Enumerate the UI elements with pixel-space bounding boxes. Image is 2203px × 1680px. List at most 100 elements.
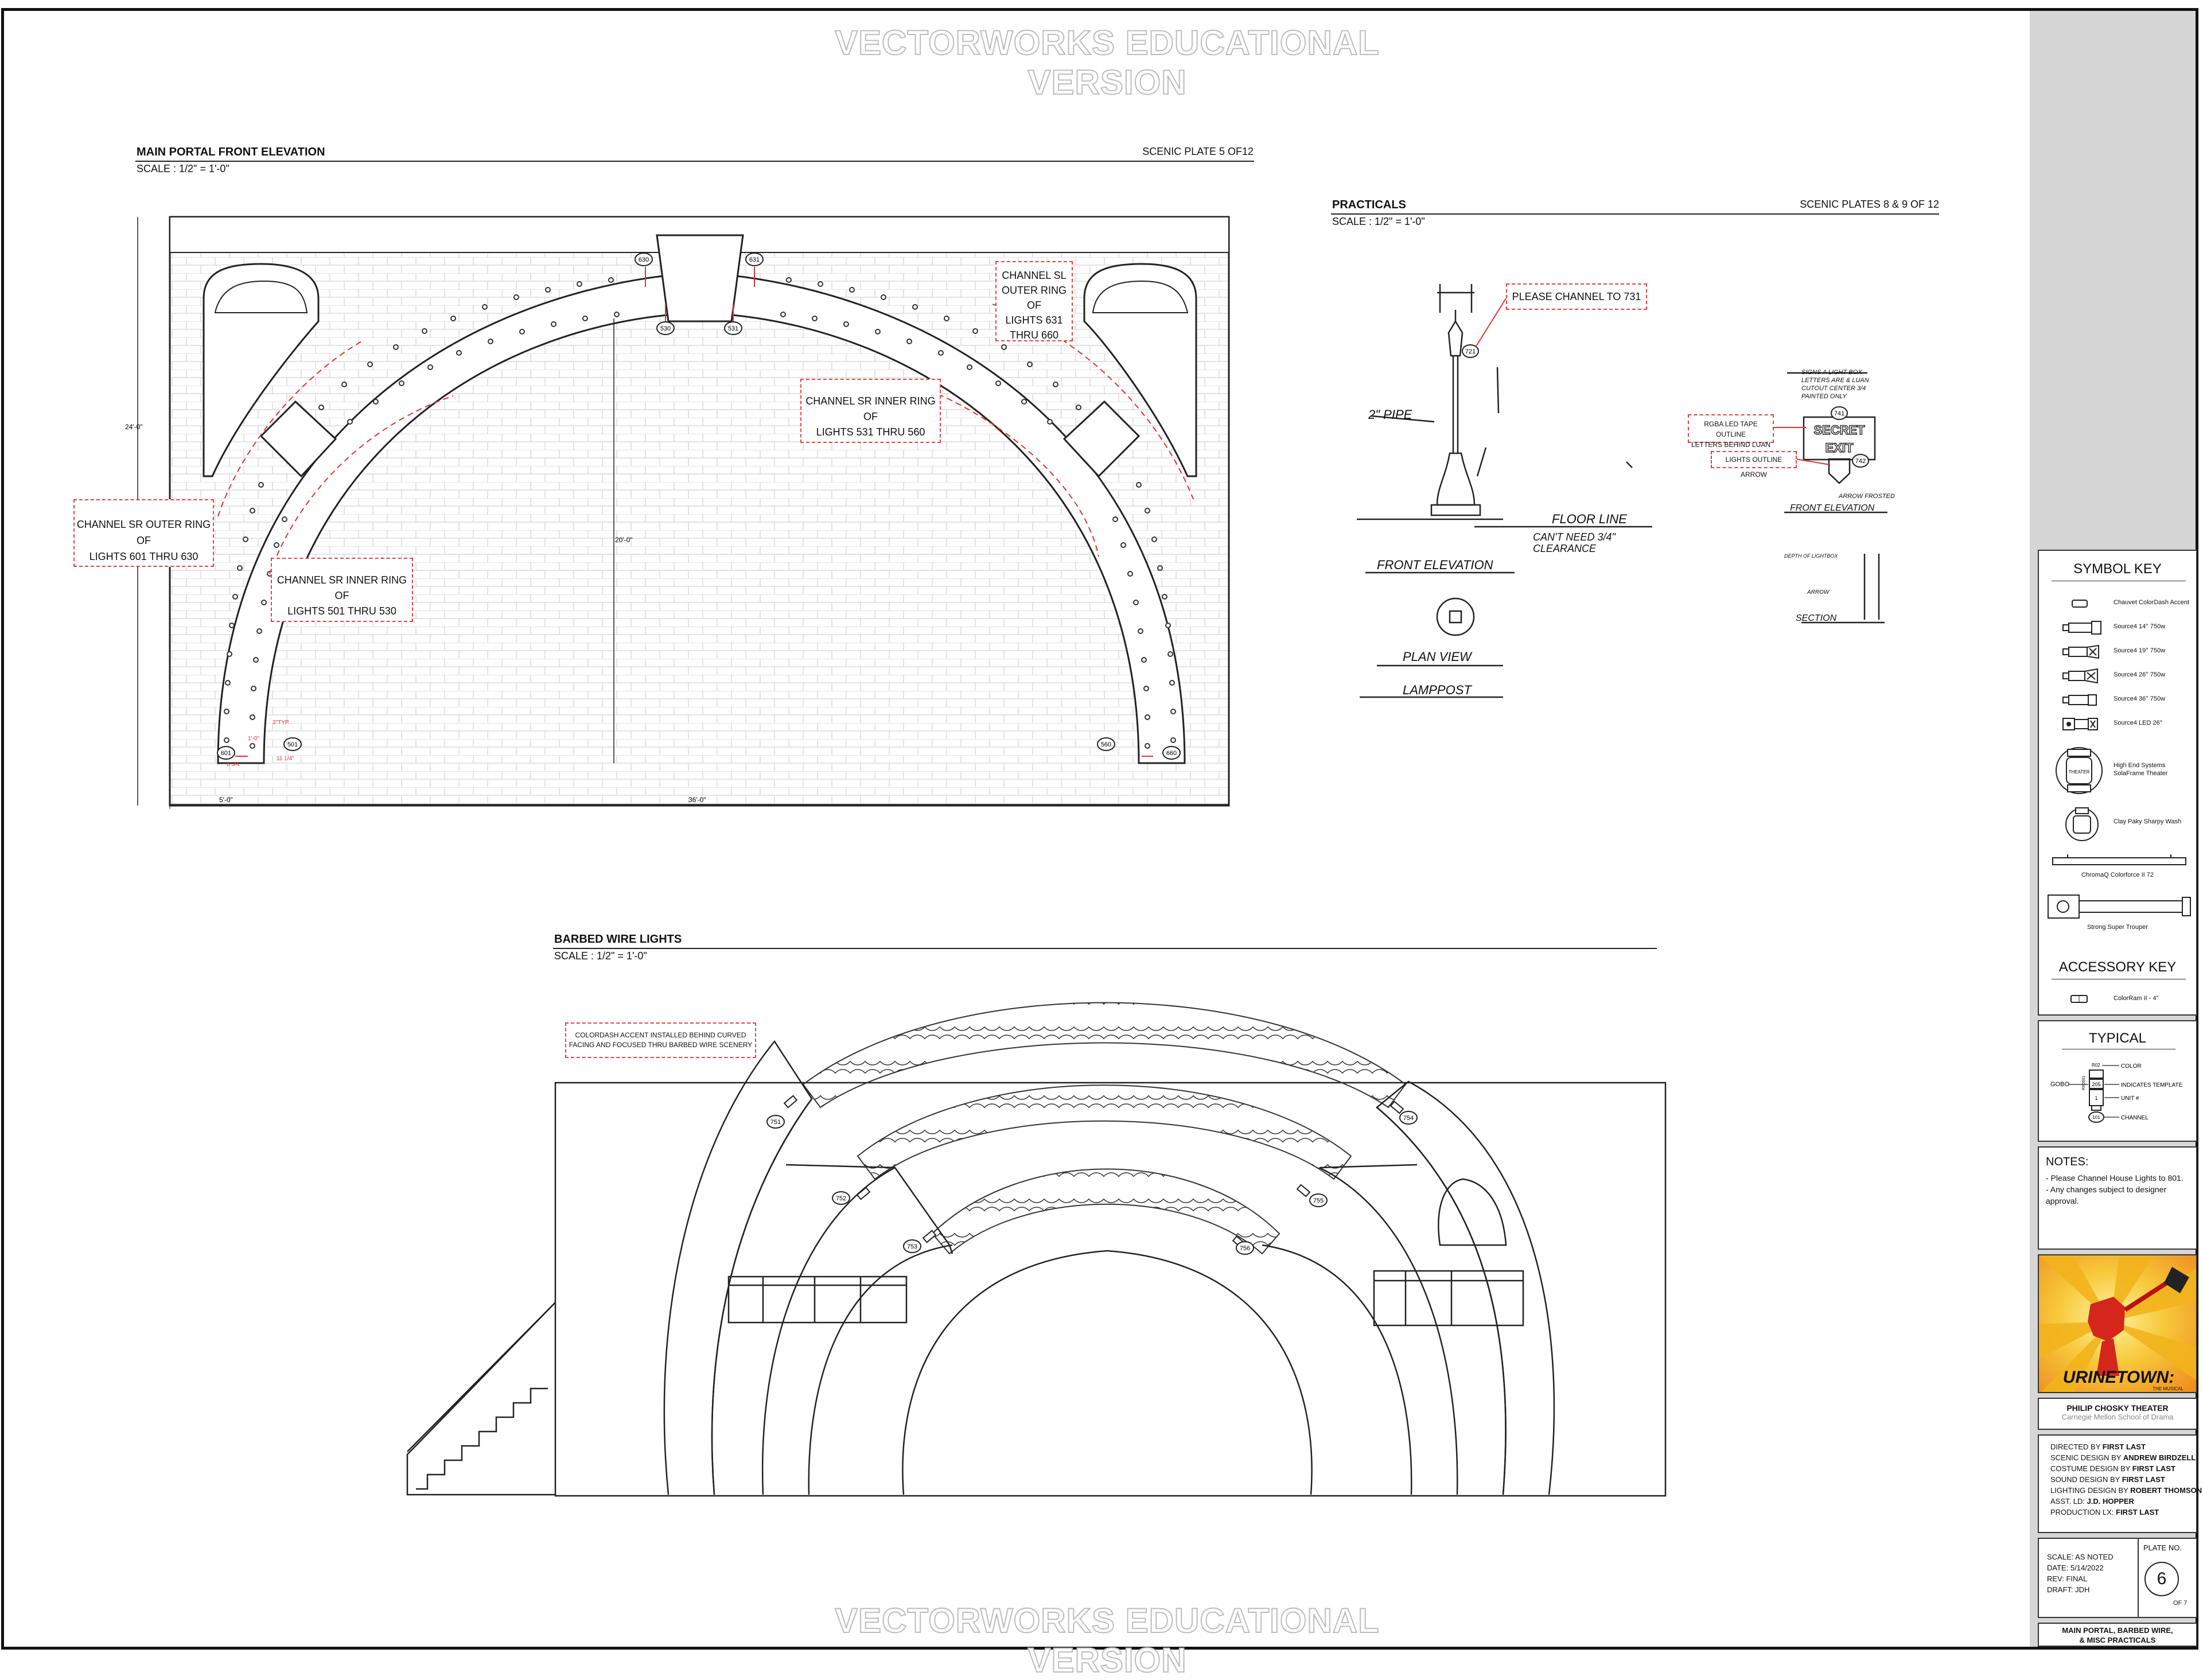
chroma-symbol (2052, 854, 2186, 865)
svg-text:ARROW: ARROW (1807, 589, 1830, 596)
source4-led-symbol (2062, 718, 2098, 730)
svg-text:530: 530 (660, 325, 671, 332)
svg-text:CLEARANCE: CLEARANCE (1533, 543, 1597, 554)
dim-small-b: 3"TYP. (273, 720, 290, 726)
svg-text:205: 205 (2092, 1082, 2100, 1087)
main-portal-rule (135, 161, 1254, 162)
main-portal-scale: SCALE : 1/2" = 1'-0" (137, 163, 229, 174)
solaframe-symbol: THEATER (2056, 747, 2103, 794)
svg-text:630: 630 (639, 256, 649, 263)
svg-text:753: 753 (907, 1243, 917, 1250)
svg-text:752: 752 (836, 1195, 846, 1202)
svg-text:756: 756 (1240, 1245, 1250, 1252)
svg-text:THEATER: THEATER (2069, 769, 2090, 775)
svg-text:2" PIPE: 2" PIPE (1368, 407, 1412, 422)
svg-text:LETTERS ARE & LUAN: LETTERS ARE & LUAN (1801, 377, 1869, 384)
dim-inner-height: 20'-0" (615, 536, 633, 544)
svg-text:GOBO: GOBO (2050, 1081, 2069, 1088)
svg-text:URINETOWN:: URINETOWN: (2063, 1368, 2174, 1387)
niche-left (203, 263, 320, 477)
theater-school: Carnegie Mellon School of Drama (2061, 1413, 2174, 1421)
svg-text:PLAN VIEW: PLAN VIEW (1403, 650, 1473, 664)
tb-date: DATE: 5/14/2022 (2047, 1564, 2104, 1572)
credit-scenic: SCENIC DESIGN BY ANDREW BIRDZELL (2050, 1453, 2196, 1462)
tb-rev: REV: FINAL (2047, 1574, 2088, 1583)
svg-text:631: 631 (749, 256, 760, 263)
sheet-title-panel: MAIN PORTAL, BARBED WIRE, & MISC PRACTIC… (2038, 1623, 2197, 1647)
credit-director: DIRECTED BY FIRST LAST (2050, 1442, 2146, 1451)
portal-light-dots (224, 277, 1176, 749)
svg-text:EXIT: EXIT (1826, 441, 1854, 455)
svg-text:754: 754 (1403, 1115, 1414, 1122)
key-row-source4-14: Source4 14° 750w (2039, 617, 2196, 638)
key-row-sharpy: Clay Paky Sharpy Wash (2039, 803, 2196, 843)
tb-scale: SCALE: AS NOTED (2047, 1553, 2114, 1561)
callout-sr-inner-top: CHANNEL SR INNER RING OF LIGHTS 531 THRU… (800, 379, 941, 443)
svg-text:CAN'T NEED 3/4": CAN'T NEED 3/4" (1533, 531, 1616, 543)
callout-sr-inner-left: CHANNEL SR INNER RING OF LIGHTS 501 THRU… (271, 558, 413, 622)
notes-panel: NOTES: - Please Channel House Lights to … (2038, 1146, 2197, 1250)
portal-arch-ring (217, 271, 1186, 764)
svg-text:560: 560 (1101, 741, 1111, 748)
svg-text:LAMPPOST: LAMPPOST (1403, 683, 1472, 697)
trouper-symbol (2048, 895, 2191, 919)
svg-text:FRONT ELEVATION: FRONT ELEVATION (1377, 558, 1493, 572)
typical-panel: TYPICAL GOBO R02 RX0001 205 1 101 COLOR … (2038, 1020, 2197, 1142)
show-logo: URINETOWN: THE MUSICAL (2039, 1255, 2196, 1392)
svg-text:755: 755 (1313, 1197, 1324, 1204)
title-block-info: SCALE: AS NOTED DATE: 5/14/2022 REV: FIN… (2047, 1551, 2114, 1595)
dim-small-d: 11 1/4" (277, 756, 294, 762)
niche-left-inner (214, 280, 308, 313)
svg-text:CUTOUT CENTER 3/4: CUTOUT CENTER 3/4 (1801, 385, 1866, 392)
key-row-solaframe: THEATER High End Systems SolaFrame Theat… (2039, 741, 2196, 796)
sheet-title-line-1: MAIN PORTAL, BARBED WIRE, (2062, 1626, 2173, 1635)
key-row-source4-led: Source4 LED 26° (2039, 714, 2196, 734)
key-row-chroma: ChromaQ Colorforce II 72 (2039, 852, 2196, 883)
main-portal-plate-ref: SCENIC PLATE 5 OF12 (1142, 146, 1254, 157)
niche-right-inner (1092, 280, 1189, 313)
svg-text:601: 601 (221, 750, 231, 757)
practicals-rule (1331, 213, 1939, 215)
fist-icon (2088, 1297, 2125, 1341)
tb-draft: DRAFT: JDH (2047, 1585, 2090, 1594)
sheet-title-line-2: & MISC PRACTICALS (2079, 1636, 2156, 1644)
callout-sl-outer: CHANNEL SL OUTER RING OF LIGHTS 631 THRU… (995, 261, 1073, 341)
coil-inner (931, 1168, 1280, 1255)
portal-unit-tags: 630 631 530 531 601 501 560 660 (217, 252, 1181, 760)
svg-text:R02: R02 (2092, 1063, 2100, 1068)
source4-36-symbol (2062, 694, 2097, 706)
portal-block-right (1062, 400, 1141, 478)
source4-19-symbol (2062, 644, 2099, 659)
note-line-2: - Any changes subject to designer approv… (2046, 1185, 2167, 1205)
svg-text:SECTION: SECTION (1796, 613, 1837, 623)
portal-block-left (259, 400, 337, 478)
svg-text:PAINTED ONLY: PAINTED ONLY (1801, 393, 1847, 400)
symbol-key-title: SYMBOL KEY (2073, 561, 2162, 577)
plate-number: 6 (2144, 1562, 2179, 1596)
typical-diagram: GOBO R02 RX0001 205 1 101 COLOR INDICATE… (2050, 1063, 2183, 1123)
svg-text:660: 660 (1166, 750, 1177, 757)
accessory-key-title: ACCESSORY KEY (2058, 959, 2177, 975)
svg-text:SIGNS A LIGHT BOX: SIGNS A LIGHT BOX (1801, 369, 1862, 376)
symbol-key-panel: SYMBOL KEY Chauvet ColorDash Accent Sour… (2038, 550, 2197, 1016)
practicals-title: PRACTICALS (1332, 199, 1406, 211)
colorram-symbol (2070, 995, 2088, 1003)
svg-text:751: 751 (770, 1119, 781, 1126)
credits-panel: DIRECTED BY FIRST LAST SCENIC DESIGN BY … (2038, 1434, 2202, 1533)
svg-text:UNIT #: UNIT # (2121, 1095, 2139, 1102)
portal-keystone (656, 234, 744, 322)
dim-small-c: 6 3/4" (227, 761, 242, 768)
key-row-colorram: ColorRam II - 4" (2039, 989, 2196, 1010)
credit-costume: COSTUME DESIGN BY FIRST LAST (2050, 1464, 2175, 1473)
title-block-panel: SCALE: AS NOTED DATE: 5/14/2022 REV: FIN… (2038, 1538, 2197, 1618)
barbed-wire-scale: SCALE : 1/2" = 1'-0" (554, 950, 647, 962)
svg-text:FLOOR LINE: FLOOR LINE (1552, 512, 1627, 526)
barbed-wire-title: BARBED WIRE LIGHTS (554, 933, 682, 946)
niche-right (1083, 263, 1197, 477)
svg-text:DEPTH OF LIGHTBOX: DEPTH OF LIGHTBOX (1784, 553, 1838, 559)
key-row-colordash: Chauvet ColorDash Accent (2039, 593, 2196, 614)
key-row-source4-26: Source4 26° 750w (2039, 666, 2196, 686)
credit-asst-ld: ASST. LD: J.D. HOPPER (2050, 1497, 2134, 1506)
